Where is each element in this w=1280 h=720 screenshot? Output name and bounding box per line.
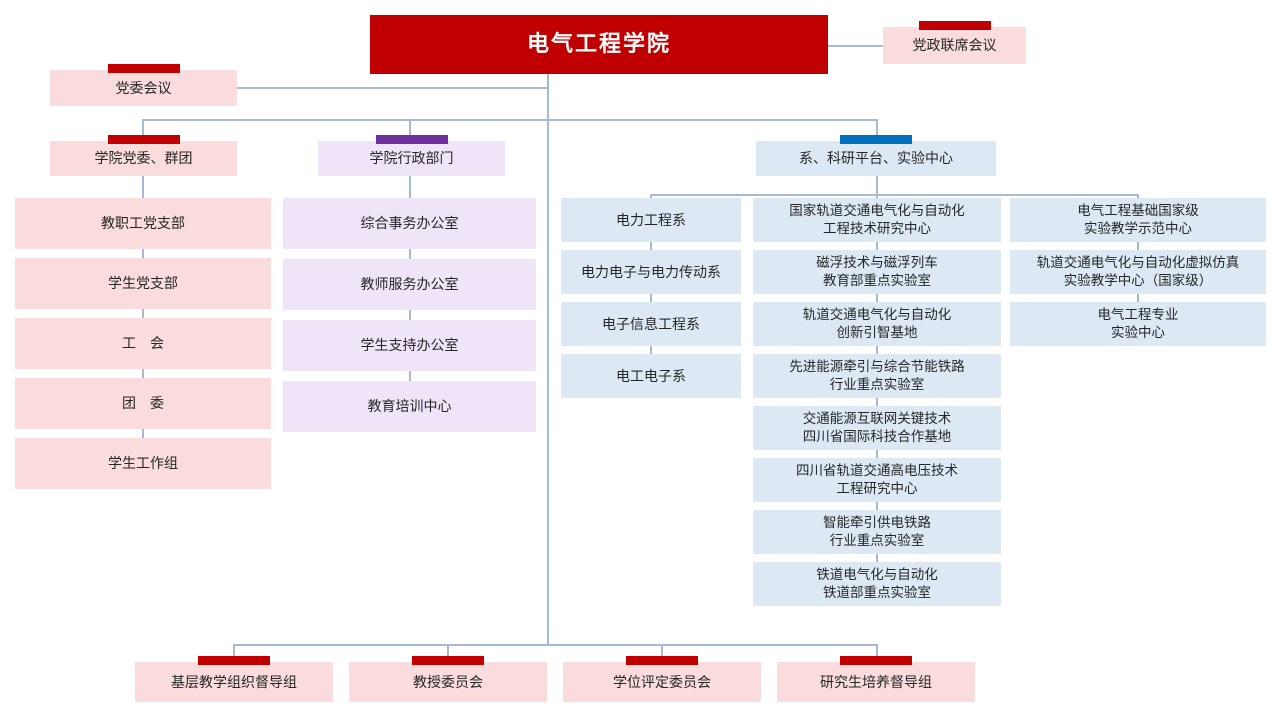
accent-bar <box>626 656 698 665</box>
node-label: 教育培训中心 <box>367 398 452 415</box>
node-label: 党委会议 <box>115 79 172 96</box>
node-label: 智能牵引供电铁路 行业重点实验室 <box>823 515 931 548</box>
node-label: 研究生培养督导组 <box>820 673 932 690</box>
connector-main-vertical <box>547 74 549 645</box>
connector-stub-bottom-3 <box>661 644 663 662</box>
root-label: 电气工程学院 <box>526 31 671 57</box>
header-party-group: 学院党委、群团 <box>50 135 237 176</box>
node-label: 磁浮技术与磁浮列车 教育部重点实验室 <box>816 255 938 288</box>
accent-bar <box>107 135 180 144</box>
node-party-child: 学生工作组 <box>15 438 271 489</box>
node-admin-child: 学生支持办公室 <box>283 320 536 371</box>
accent-bar <box>840 135 912 144</box>
node-label: 教师服务办公室 <box>360 276 459 293</box>
node-bottom-committee: 教授委员会 <box>349 656 547 702</box>
node-admin-child: 教育培训中心 <box>283 381 536 432</box>
node-party-child: 教职工党支部 <box>15 198 271 249</box>
node-label: 轨道交通电气化与自动化 创新引智基地 <box>802 307 952 340</box>
node-party-committee-meeting: 党委会议 <box>50 64 237 106</box>
node-research-platform: 磁浮技术与磁浮列车 教育部重点实验室 <box>753 250 1001 294</box>
node-label: 国家轨道交通电气化与自动化 工程技术研究中心 <box>789 203 965 236</box>
node-label: 基层教学组织督导组 <box>171 673 297 690</box>
node-teaching-center: 电气工程基础国家级 实验教学示范中心 <box>1010 198 1266 242</box>
accent-bar <box>107 64 180 73</box>
node-party-child: 工 会 <box>15 318 271 369</box>
root-node-college: 电气工程学院 <box>370 15 828 74</box>
connector-stub-bottom-1 <box>233 644 235 662</box>
node-label: 教职工党支部 <box>101 215 185 232</box>
node-label: 铁道电气化与自动化 铁道部重点实验室 <box>816 567 938 600</box>
connector-dept-row <box>650 194 1138 196</box>
node-label: 电气工程基础国家级 实验教学示范中心 <box>1077 203 1199 236</box>
connector-col-centers <box>1137 194 1139 304</box>
node-label: 学位评定委员会 <box>613 673 711 690</box>
node-label: 电工电子系 <box>616 367 686 384</box>
connector-bottom-row <box>234 644 877 646</box>
connector-joint-meeting <box>828 45 883 47</box>
accent-bar <box>198 656 270 665</box>
node-teaching-center: 电气工程专业 实验中心 <box>1010 302 1266 346</box>
node-label: 电力电子与电力传动系 <box>581 263 721 280</box>
connector-stub-bottom-2 <box>447 644 449 662</box>
node-bottom-committee: 研究生培养督导组 <box>777 656 975 702</box>
node-research-platform: 国家轨道交通电气化与自动化 工程技术研究中心 <box>753 198 1001 242</box>
accent-bar <box>840 656 912 665</box>
node-label: 学生工作组 <box>108 455 178 472</box>
node-label: 综合事务办公室 <box>360 215 459 232</box>
node-research-platform: 交通能源互联网关键技术 四川省国际科技合作基地 <box>753 406 1001 450</box>
node-bottom-committee: 基层教学组织督导组 <box>135 656 333 702</box>
node-admin-child: 教师服务办公室 <box>283 259 536 310</box>
node-label: 系、科研平台、实验中心 <box>799 150 953 167</box>
connector-stub-dept <box>876 119 878 142</box>
node-label: 轨道交通电气化与自动化虚拟仿真 实验教学中心（国家级） <box>1036 255 1240 288</box>
connector-stub-admin <box>409 119 411 142</box>
accent-bar <box>412 656 484 665</box>
connector-dept-down <box>876 176 878 195</box>
node-label: 电力工程系 <box>616 211 686 228</box>
node-research-platform: 智能牵引供电铁路 行业重点实验室 <box>753 510 1001 554</box>
node-department: 电力工程系 <box>561 198 741 242</box>
node-label: 学院行政部门 <box>369 150 454 167</box>
node-label: 电子信息工程系 <box>602 315 700 332</box>
header-admin: 学院行政部门 <box>318 135 505 176</box>
node-admin-child: 综合事务办公室 <box>283 198 536 249</box>
node-research-platform: 铁道电气化与自动化 铁道部重点实验室 <box>753 562 1001 606</box>
connector-stub-bottom-4 <box>876 644 878 662</box>
connector-party-meeting <box>237 87 548 89</box>
node-label: 教授委员会 <box>413 673 483 690</box>
node-party-child: 团 委 <box>15 378 271 429</box>
accent-bar <box>918 21 991 30</box>
node-department: 电力电子与电力传动系 <box>561 250 741 294</box>
node-research-platform: 轨道交通电气化与自动化 创新引智基地 <box>753 302 1001 346</box>
node-label: 先进能源牵引与综合节能铁路 行业重点实验室 <box>789 359 965 392</box>
connector-branch-row <box>142 119 877 121</box>
node-research-platform: 四川省轨道交通高电压技术 工程研究中心 <box>753 458 1001 502</box>
node-label: 团 委 <box>122 395 164 412</box>
node-label: 四川省轨道交通高电压技术 工程研究中心 <box>796 463 958 496</box>
node-joint-meeting: 党政联席会议 <box>883 21 1026 64</box>
node-party-child: 学生党支部 <box>15 258 271 309</box>
accent-bar <box>375 135 448 144</box>
node-label: 党政联席会议 <box>912 37 997 54</box>
node-label: 学生支持办公室 <box>360 337 459 354</box>
header-dept-platform: 系、科研平台、实验中心 <box>756 135 996 176</box>
node-label: 交通能源互联网关键技术 四川省国际科技合作基地 <box>802 411 952 444</box>
node-label: 学院党委、群团 <box>94 150 193 167</box>
node-teaching-center: 轨道交通电气化与自动化虚拟仿真 实验教学中心（国家级） <box>1010 250 1266 294</box>
node-label: 学生党支部 <box>108 275 178 292</box>
node-label: 电气工程专业 实验中心 <box>1097 307 1179 340</box>
node-label: 工 会 <box>122 335 164 352</box>
connector-stub-party <box>142 119 144 142</box>
node-research-platform: 先进能源牵引与综合节能铁路 行业重点实验室 <box>753 354 1001 398</box>
node-bottom-committee: 学位评定委员会 <box>563 656 761 702</box>
node-department: 电工电子系 <box>561 354 741 398</box>
node-department: 电子信息工程系 <box>561 302 741 346</box>
